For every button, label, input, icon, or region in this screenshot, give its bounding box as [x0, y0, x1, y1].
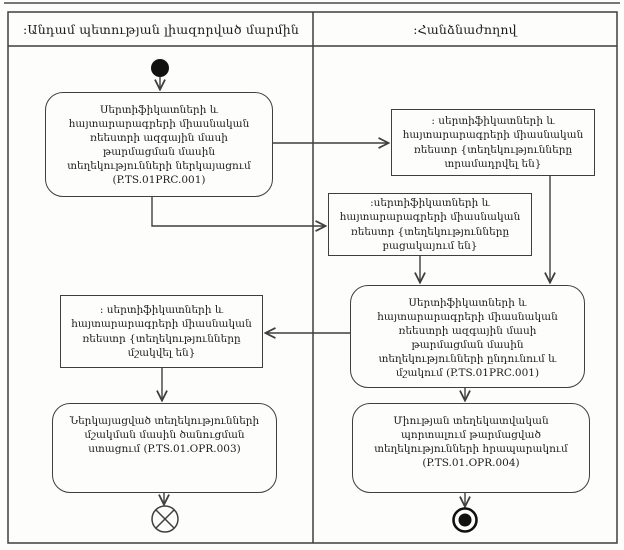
action-node-submit-info-label: Սերտիֆիկատների և հայտարարագրերի միասնակա… — [67, 104, 251, 187]
lane-header-commission: :Հանձնաժողով — [314, 12, 616, 46]
action-node-publish-info: Միության տեղեկատվական պորտալում թարմացվա… — [352, 403, 590, 493]
activity-final-node-icon — [452, 507, 478, 533]
lane-header-commission-label: :Հանձնաժողով — [413, 21, 517, 37]
object-node-registry-info-processed: : սերտիֆիկատների և հայտարարագրերի միասնա… — [60, 295, 263, 368]
object-node-registry-info-processed-label: : սերտիֆիկատների և հայտարարագրերի միասնա… — [71, 304, 252, 359]
flow-final-node-icon — [151, 505, 179, 533]
object-node-registry-info-missing: :սերտիֆիկատների և հայտարարագրերի միասնակ… — [328, 193, 532, 256]
action-node-receive-notification-label: Ներկայացված տեղեկությունների մշակման մաս… — [69, 415, 260, 456]
action-node-receive-process-info: Սերտիֆիկատների և հայտարարագրերի միասնակա… — [350, 285, 585, 388]
action-node-receive-notification: Ներկայացված տեղեկությունների մշակման մաս… — [52, 403, 277, 493]
swimlane-frame — [7, 11, 618, 544]
start-node-icon — [151, 59, 169, 77]
lane-header-authorized-body: :Անդամ պետության լիազորված մարմին — [9, 12, 313, 46]
object-node-registry-info-provided-label: : սերտիֆիկատների և հայտարարագրերի միասնա… — [402, 115, 584, 170]
scan-artifact-line — [4, 2, 620, 4]
object-node-registry-info-missing-label: :սերտիֆիկատների և հայտարարագրերի միասնակ… — [339, 197, 521, 252]
action-node-publish-info-label: Միության տեղեկատվական պորտալում թարմացվա… — [374, 415, 568, 470]
object-node-registry-info-provided: : սերտիֆիկատների և հայտարարագրերի միասնա… — [391, 109, 595, 176]
lane-header-authorized-body-label: :Անդամ պետության լիազորված մարմին — [23, 21, 299, 37]
action-node-submit-info: Սերտիֆիկատների և հայտարարագրերի միասնակա… — [45, 92, 273, 197]
flow-connectors — [151, 77, 550, 506]
connector-submit-to-missing — [151, 197, 325, 226]
action-node-receive-process-info-label: Սերտիֆիկատների և հայտարարագրերի միասնակա… — [377, 297, 558, 380]
